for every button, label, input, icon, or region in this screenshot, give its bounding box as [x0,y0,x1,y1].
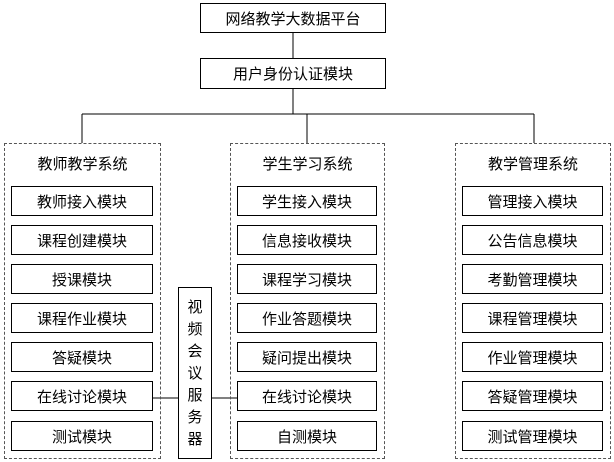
video-server-char: 服 [187,386,203,404]
student-module-box: 在线讨论模块 [237,381,377,411]
video-server-char: 视 [187,298,203,316]
teacher-module-label: 课程作业模块 [36,309,127,328]
management-system-title: 教学管理系统 [487,155,578,173]
teacher-module-box: 在线讨论模块 [11,381,153,411]
teacher-module-box: 课程创建模块 [11,225,153,255]
student-module-box: 学生接入模块 [237,186,377,216]
management-module-label: 测试管理模块 [487,427,578,446]
teacher-system-group [4,143,161,459]
student-module-box: 课程学习模块 [237,264,377,294]
teacher-system-title: 教师教学系统 [37,155,128,173]
management-module-box: 测试管理模块 [462,421,603,451]
teacher-module-box: 授课模块 [11,264,153,294]
auth-module-box: 用户身份认证模块 [200,58,386,89]
student-module-label: 学生接入模块 [261,192,352,211]
teacher-module-label: 教师接入模块 [36,192,127,211]
teacher-module-label: 课程创建模块 [36,231,127,250]
student-system-title: 学生学习系统 [262,155,353,173]
student-module-box: 自测模块 [237,421,377,451]
management-module-label: 作业管理模块 [487,348,578,367]
teacher-module-box: 教师接入模块 [11,186,153,216]
management-module-label: 考勤管理模块 [487,270,578,289]
management-module-box: 公告信息模块 [462,225,603,255]
management-module-label: 答疑管理模块 [487,387,578,406]
student-module-label: 在线讨论模块 [261,387,352,406]
management-system-group [455,143,611,459]
student-module-label: 疑问提出模块 [261,348,352,367]
platform-box: 网络教学大数据平台 [200,3,386,33]
management-module-label: 公告信息模块 [487,231,578,250]
student-module-box: 作业答题模块 [237,303,377,333]
video-server-char: 频 [187,320,203,338]
video-server-char: 务 [187,408,203,426]
auth-module-title: 用户身份认证模块 [232,65,353,83]
management-module-label: 管理接入模块 [487,192,578,211]
video-server-char: 器 [187,430,203,448]
student-module-label: 课程学习模块 [261,270,352,289]
student-module-box: 疑问提出模块 [237,342,377,372]
teacher-module-box: 答疑模块 [11,342,153,372]
video-server-char: 会 [187,342,203,360]
teacher-module-label: 测试模块 [51,427,112,446]
student-module-label: 信息接收模块 [261,231,352,250]
video-server-char: 议 [187,364,203,382]
management-module-box: 考勤管理模块 [462,264,603,294]
video-conference-server-box: 视频会议服务器 [178,287,212,459]
teacher-module-box: 课程作业模块 [11,303,153,333]
management-module-box: 课程管理模块 [462,303,603,333]
student-module-label: 作业答题模块 [261,309,352,328]
management-module-box: 管理接入模块 [462,186,603,216]
management-module-box: 答疑管理模块 [462,381,603,411]
student-module-label: 自测模块 [276,427,337,446]
teacher-module-label: 在线讨论模块 [36,387,127,406]
teacher-module-label: 授课模块 [51,270,112,289]
platform-title: 网络教学大数据平台 [225,9,361,28]
teacher-module-box: 测试模块 [11,421,153,451]
teacher-module-label: 答疑模块 [51,348,112,367]
management-module-box: 作业管理模块 [462,342,603,372]
student-module-box: 信息接收模块 [237,225,377,255]
student-system-group [230,143,385,459]
management-module-label: 课程管理模块 [487,309,578,328]
